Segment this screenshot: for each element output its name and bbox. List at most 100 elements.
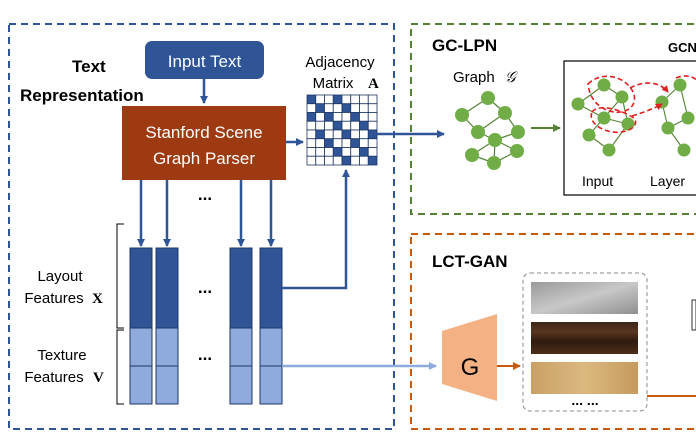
gcn-node — [582, 128, 596, 142]
layout-columns-ellipsis: ... — [198, 278, 212, 297]
texture-sample-light-wood — [531, 362, 638, 394]
parser-label-line2: Graph Parser — [153, 149, 255, 168]
matrix-cell — [332, 129, 343, 140]
matrix-cell — [324, 138, 334, 148]
lct-gan-title: LCT-GAN — [432, 252, 508, 271]
matrix-cell — [341, 155, 352, 166]
matrix-cell — [332, 103, 343, 113]
message-arrow — [631, 103, 663, 117]
feature-column-3 — [229, 247, 253, 405]
matrix-cell — [350, 94, 360, 105]
matrix-cell — [341, 147, 352, 157]
gcn-title: GCN — [668, 40, 696, 55]
gcn-node — [571, 97, 585, 111]
matrix-cell — [359, 147, 369, 157]
matrix-cell — [315, 155, 325, 166]
matrix-cell — [350, 147, 360, 157]
matrix-cell — [359, 129, 369, 140]
input-text-box — [145, 41, 264, 79]
matrix-cell — [359, 103, 369, 113]
texture-features-symbol: V — [93, 370, 104, 386]
generator-shape — [442, 314, 497, 401]
parser-label-line1: Stanford Scene — [145, 123, 262, 142]
texture-feature-cell — [259, 327, 283, 367]
matrix-cell — [315, 138, 325, 148]
layout-features-line2: Features — [24, 290, 83, 307]
matrix-cell — [306, 103, 317, 113]
matrix-cell — [332, 138, 343, 148]
layout-feature-cell — [155, 247, 179, 329]
adjacency-label-line1: Adjacency — [305, 54, 375, 71]
graph-g — [455, 91, 525, 170]
neighborhood-region — [587, 75, 636, 114]
message-arrow — [629, 82, 669, 93]
gc-lpn-title: GC-LPN — [432, 36, 497, 55]
feature-column-1 — [129, 247, 153, 405]
layout-feature-cell — [259, 247, 283, 329]
layout-to-matrix-arrow — [282, 169, 350, 290]
texture-features-line2: Features — [24, 369, 83, 386]
matrix-cell — [332, 94, 343, 105]
matrix-cell — [359, 112, 369, 122]
matrix-cell — [315, 120, 325, 131]
matrix-cell — [350, 138, 360, 148]
matrix-cell — [341, 103, 352, 113]
gcn-node — [677, 143, 691, 157]
matrix-cell — [367, 155, 378, 166]
layout-features-symbol: X — [92, 291, 103, 307]
gcn-node — [602, 143, 616, 157]
texture-columns-ellipsis: ... — [198, 345, 212, 364]
graph-node — [488, 133, 502, 147]
matrix-cell — [350, 112, 360, 122]
matrix-cell — [306, 138, 317, 148]
graph-node — [510, 144, 524, 158]
gcn-node — [621, 117, 635, 131]
texture-samples-box — [522, 272, 648, 412]
message-arrow — [675, 75, 696, 81]
lct-gan-panel — [410, 233, 696, 430]
texture-feature-cell — [229, 365, 253, 405]
texture-sample-dark-wood — [531, 322, 638, 354]
gcn-node — [661, 121, 675, 135]
adjacency-label-line2: Matrix — [313, 75, 354, 92]
matrix-cell — [341, 129, 352, 140]
gcn-input-label: Input — [582, 173, 613, 189]
matrix-cell — [350, 120, 360, 131]
layout-feature-cell — [229, 247, 253, 329]
matrix-cell — [367, 129, 378, 140]
texture-bracket — [116, 329, 124, 405]
matrix-cell — [324, 103, 334, 113]
matrix-cell — [315, 94, 325, 105]
cropped-element — [691, 299, 696, 331]
gcn-node — [597, 111, 611, 125]
matrix-cell — [315, 112, 325, 122]
matrix-cell — [332, 120, 343, 131]
layout-bracket — [116, 223, 124, 329]
gcn-node — [681, 111, 695, 125]
input-text-label: Input Text — [168, 52, 242, 71]
scene-graph-parser-box — [122, 106, 286, 180]
texture-feature-cell — [155, 327, 179, 367]
graph-node — [455, 108, 469, 122]
matrix-cell — [306, 94, 317, 105]
matrix-cell — [367, 94, 378, 105]
texture-feature-cell — [259, 365, 283, 405]
gcn-node — [673, 78, 687, 92]
adjacency-symbol: A — [368, 76, 379, 92]
feature-column-2 — [155, 247, 179, 405]
matrix-cell — [367, 112, 378, 122]
gcn-message-passing — [587, 75, 696, 134]
text-representation-panel — [8, 23, 395, 430]
matrix-cell — [315, 147, 325, 157]
matrix-cell — [350, 155, 360, 166]
matrix-cell — [341, 138, 352, 148]
matrix-cell — [359, 155, 369, 166]
matrix-cell — [359, 138, 369, 148]
matrix-cell — [350, 129, 360, 140]
graph-label: Graph — [453, 69, 495, 86]
generator-label: G — [461, 354, 480, 381]
matrix-cell — [315, 129, 325, 140]
layout-feature-cell — [129, 247, 153, 329]
matrix-cell — [332, 112, 343, 122]
